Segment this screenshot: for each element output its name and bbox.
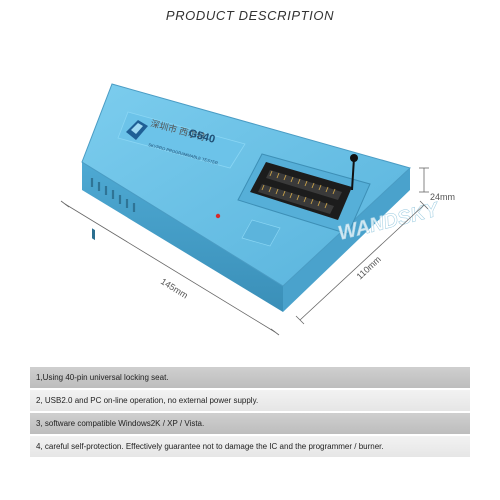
brand-logo-icon — [126, 120, 148, 140]
depth-label: 110mm — [355, 254, 383, 281]
product-figure: 深圳市 西尔特 G540 SKYPRO PROGRAMMABLE TESTER — [60, 83, 455, 336]
height-label: 24mm — [430, 192, 455, 202]
feature-item-2: 2, USB2.0 and PC on-line operation, no e… — [30, 390, 470, 411]
feature-item-1: 1,Using 40-pin universal locking seat. — [30, 367, 470, 388]
feature-list: 1,Using 40-pin universal locking seat. 2… — [30, 367, 470, 459]
feature-item-3: 3, software compatible Windows2K / XP / … — [30, 413, 470, 434]
device-front-face — [82, 162, 283, 312]
locking-lever[interactable] — [350, 154, 358, 191]
page-title: PRODUCT DESCRIPTION — [165, 8, 335, 23]
vent-slots — [92, 228, 95, 241]
programmer-device: 深圳市 西尔特 G540 SKYPRO PROGRAMMABLE TESTER — [81, 83, 411, 312]
socket-pins — [261, 170, 336, 209]
vent-slots-rows — [90, 178, 136, 212]
width-label: 145mm — [159, 276, 190, 300]
feature-item-4: 4, careful self-protection. Effectively … — [30, 436, 470, 457]
dimension-height: 24mm — [419, 167, 455, 202]
power-led-icon — [215, 213, 221, 219]
label-panel — [117, 111, 246, 169]
button-panel — [241, 219, 281, 247]
device-right-face — [283, 168, 410, 312]
